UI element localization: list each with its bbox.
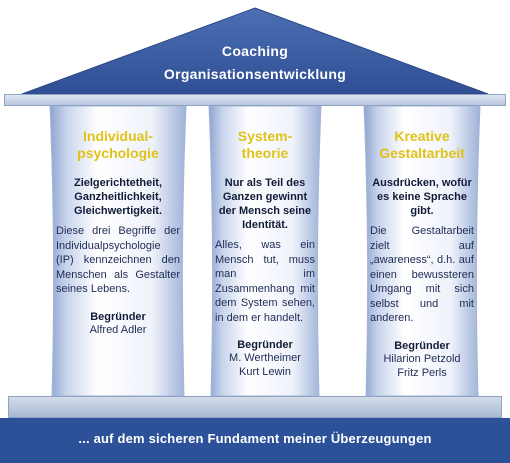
pillar-body: Die Gestaltarbeit zielt auf „awareness“,…	[370, 225, 474, 324]
pillar-systemtheorie: System- theorie Nur als Teil des Ganzen …	[209, 106, 321, 396]
founder-heading: Begründer	[237, 339, 293, 351]
pillar-base	[8, 396, 502, 418]
pillar-body: Diese drei Begriffe der Individualpsycho…	[56, 225, 180, 295]
pillar-title: Individual- psychologie	[77, 128, 159, 161]
roof-title-organisation: Organisationsentwicklung	[163, 66, 347, 82]
founder-name: Fritz Perls	[397, 366, 447, 379]
pillar-individualpsychologie: Individual- psychologie Zielgerichtethei…	[50, 106, 186, 396]
roof-title-coaching: Coaching	[221, 43, 289, 59]
founder-name: Hilarion Petzold	[383, 352, 461, 365]
founder-name: M. Wertheimer	[229, 352, 301, 364]
pillar-subtitle: Ausdrücken, wofür es keine Sprache gibt.	[372, 177, 472, 217]
pillar-shape-gestaltarbeit	[363, 106, 481, 396]
pillar-title: Kreative Gestaltarbeit	[379, 128, 465, 161]
roof-beam	[4, 94, 506, 106]
founder-heading: Begründer	[394, 339, 450, 352]
foundation-text: ... auf dem sicheren Fundament meiner Üb…	[78, 431, 432, 446]
pillar-subtitle: Nur als Teil des Ganzen gewinnt der Mens…	[218, 177, 312, 231]
foundation	[0, 418, 510, 463]
pillar-body: Alles, was ein Mensch tut, muss man im Z…	[215, 239, 315, 324]
pillar-gestaltarbeit: Kreative Gestaltarbeit Ausdrücken, wofür…	[364, 106, 480, 396]
founder-name: Kurt Lewin	[239, 366, 291, 378]
founder-name: Alfred Adler	[89, 323, 147, 336]
pillar-shape-individualpsychologie	[49, 106, 187, 396]
pillar-subtitle: Zielgerichtetheit, Ganzheitlichkeit, Gle…	[73, 177, 163, 217]
pillar-title: System- theorie	[237, 128, 293, 161]
pillar-shape-systemtheorie	[208, 106, 322, 396]
founder-heading: Begründer	[90, 310, 146, 323]
